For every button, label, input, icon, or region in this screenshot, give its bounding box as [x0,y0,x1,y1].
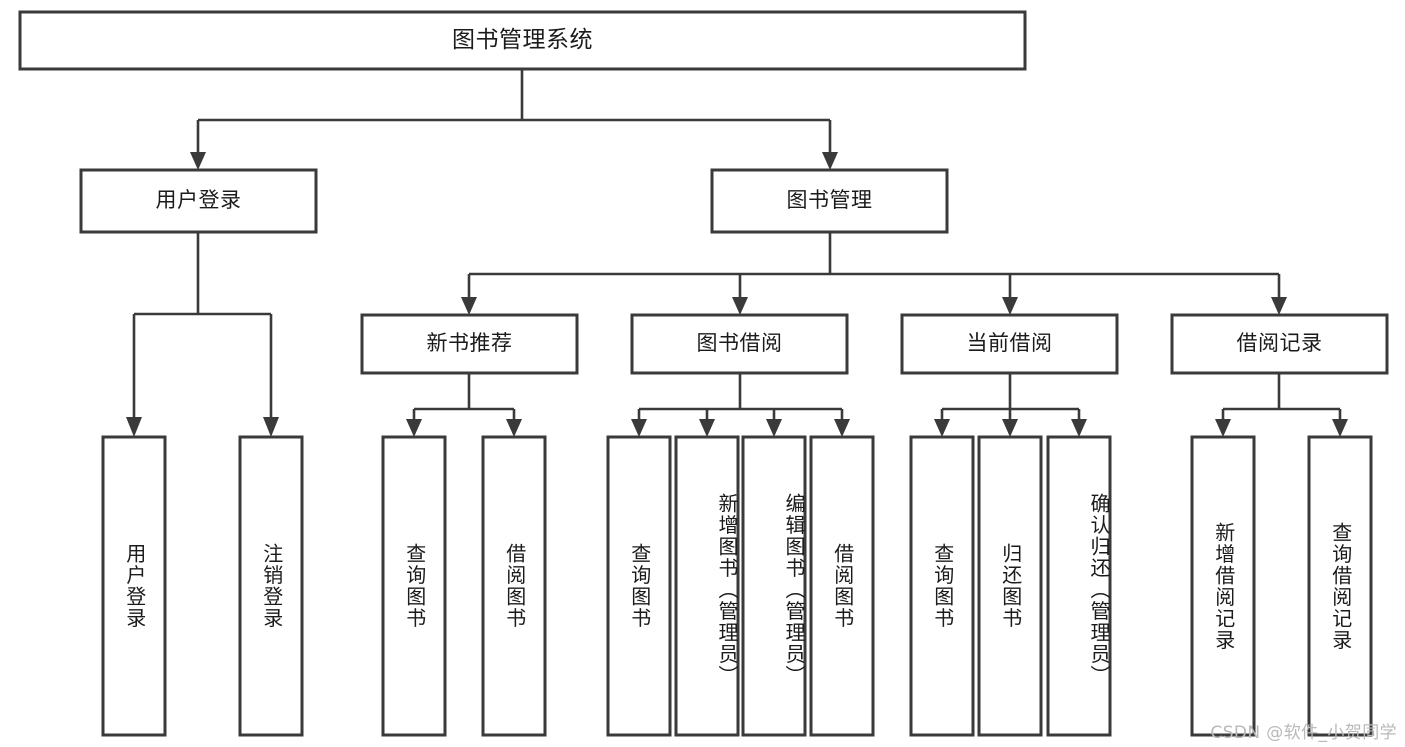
node-box-leaf-edit-book[interactable] [741,435,807,737]
node-box-leaf-query-record[interactable] [1307,435,1373,737]
node-box-book-borrow[interactable] [630,313,849,375]
connector-borrow-records-to-leaves [1215,373,1348,437]
node-box-user-login[interactable] [79,168,318,234]
node-box-leaf-query-book-3[interactable] [909,435,975,737]
node-box-borrow-records[interactable] [1170,313,1389,375]
node-box-leaf-query-book-1[interactable] [381,435,447,737]
node-box-leaf-add-book[interactable] [674,435,740,737]
connector-book-mgmt-to-level2 [461,232,1287,315]
node-box-leaf-logout[interactable] [238,435,304,737]
node-box-leaf-borrow-book-1[interactable] [481,435,547,737]
connector-current-borrow-to-leaves [934,373,1087,437]
node-box-leaf-query-book-2[interactable] [606,435,672,737]
node-box-root[interactable] [18,10,1027,71]
node-box-book-management[interactable] [710,168,949,234]
node-box-leaf-user-login[interactable] [101,435,167,737]
connector-book-borrow-to-leaves [631,373,850,437]
connector-new-book-to-leaves [406,373,522,437]
node-box-leaf-return-book[interactable] [977,435,1043,737]
node-box-new-book-recommend[interactable] [360,313,579,375]
node-box-leaf-add-record[interactable] [1190,435,1256,737]
node-box-current-borrow[interactable] [900,313,1119,375]
node-box-leaf-borrow-book-2[interactable] [809,435,875,737]
connector-user-login-to-leaves [126,232,279,437]
connector-root-to-level1 [190,69,838,170]
node-box-leaf-confirm-return[interactable] [1046,435,1112,737]
